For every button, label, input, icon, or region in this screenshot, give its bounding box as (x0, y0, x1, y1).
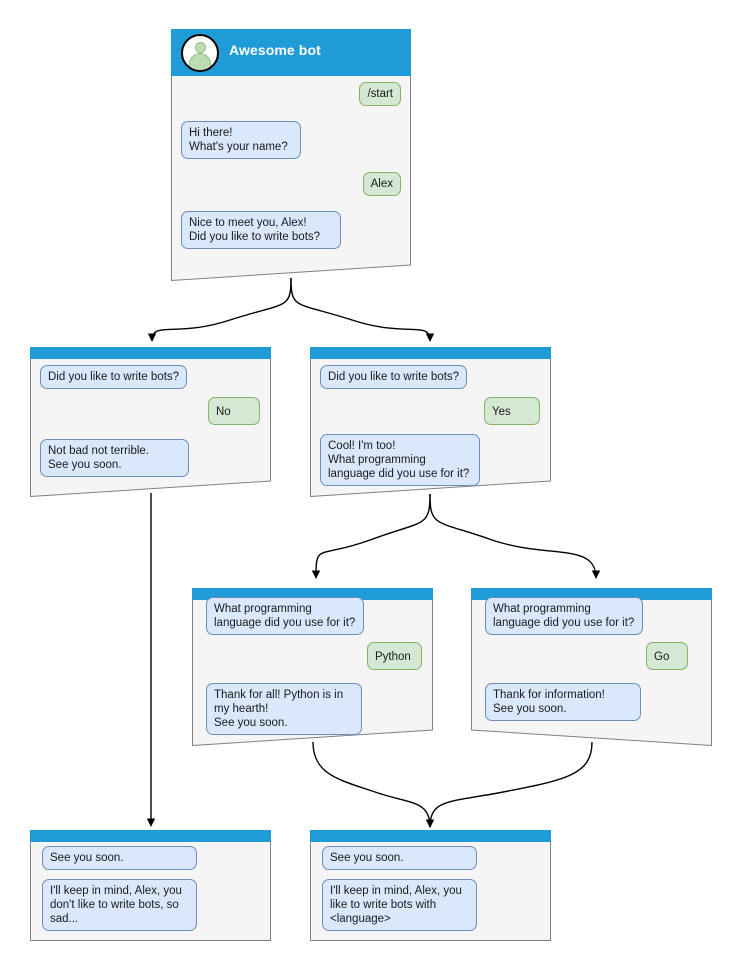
bot-name-label: Awesome bot (229, 42, 321, 58)
node-yes-branch-chat: Did you like to write bots? Yes Cool! I'… (310, 359, 551, 495)
node-no-branch[interactable]: Did you like to write bots? No Not bad n… (30, 347, 271, 497)
message-bubble: Nice to meet you, Alex! Did you like to … (181, 211, 341, 249)
node-root-chat: /start Hi there! What's your name? Alex … (171, 76, 411, 279)
node-yes-branch-titlebar (310, 347, 551, 359)
edge-go-to-endyes (425, 741, 593, 828)
edge-root-to-no (147, 277, 292, 342)
node-end-no-titlebar (30, 830, 271, 842)
message-bubble: Thank for information! See you soon. (485, 683, 641, 721)
message-bubble: See you soon. (42, 846, 197, 870)
message-bubble: I'll keep in mind, Alex, you like to wri… (322, 879, 477, 931)
message-bubble: What programming language did you use fo… (206, 597, 364, 635)
node-end-yes[interactable]: See you soon. I'll keep in mind, Alex, y… (310, 830, 551, 941)
message-bubble: /start (359, 82, 401, 106)
message-bubble: Hi there! What's your name? (181, 121, 301, 159)
message-bubble: I'll keep in mind, Alex, you don't like … (42, 879, 197, 931)
node-python-branch[interactable]: What programming language did you use fo… (192, 588, 433, 746)
message-bubble: Yes (484, 397, 540, 425)
message-bubble: Cool! I'm too! What programming language… (320, 434, 480, 486)
edge-yes-to-python (311, 493, 431, 579)
message-bubble: Alex (362, 172, 401, 196)
node-yes-branch[interactable]: Did you like to write bots? Yes Cool! I'… (310, 347, 551, 497)
node-end-yes-chat: See you soon. I'll keep in mind, Alex, y… (310, 842, 551, 941)
edge-root-to-yes (290, 277, 435, 342)
message-bubble: Thank for all! Python is in my hearth! S… (206, 683, 362, 735)
node-no-branch-titlebar (30, 347, 271, 359)
message-bubble: Go (646, 642, 688, 670)
node-go-branch[interactable]: What programming language did you use fo… (471, 588, 712, 746)
message-bubble: See you soon. (322, 846, 477, 870)
message-bubble: Python (367, 642, 422, 670)
message-bubble: No (208, 397, 260, 425)
message-bubble: Not bad not terrible. See you soon. (40, 439, 189, 477)
node-end-yes-titlebar (310, 830, 551, 842)
message-bubble: Did you like to write bots? (40, 365, 188, 389)
edge-yes-to-go (429, 493, 601, 579)
node-python-branch-chat: What programming language did you use fo… (192, 597, 433, 744)
node-end-no[interactable]: See you soon. I'll keep in mind, Alex, y… (30, 830, 271, 941)
message-bubble: What programming language did you use fo… (485, 597, 643, 635)
message-bubble: Did you like to write bots? (320, 365, 468, 389)
node-end-no-chat: See you soon. I'll keep in mind, Alex, y… (30, 842, 271, 941)
bot-avatar-icon (181, 34, 219, 72)
node-root[interactable]: Awesome bot /start Hi there! What's your… (171, 29, 411, 281)
node-go-branch-chat: What programming language did you use fo… (471, 597, 712, 744)
node-no-branch-chat: Did you like to write bots? No Not bad n… (30, 359, 271, 495)
edge-python-to-endyes (312, 741, 435, 828)
